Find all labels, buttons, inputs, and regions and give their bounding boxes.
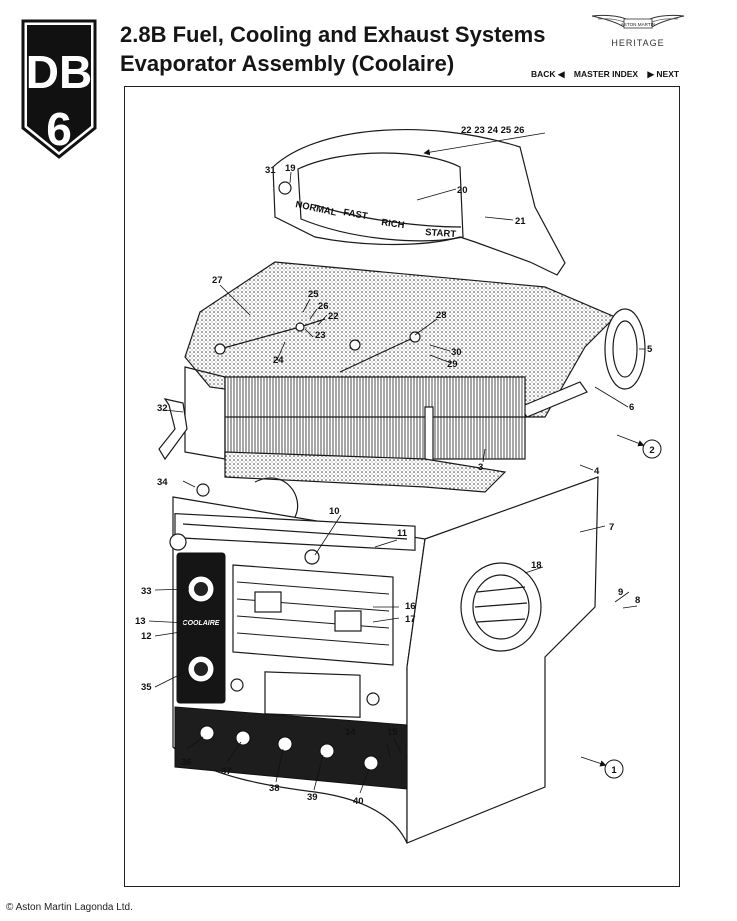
label-fast: FAST xyxy=(342,207,368,222)
callout-13: 13 xyxy=(135,616,146,627)
callout-2: 2 xyxy=(649,445,654,456)
evaporator-core xyxy=(184,366,526,478)
callout-27: 27 xyxy=(212,275,223,286)
aston-martin-wings-icon: ASTON MARTIN xyxy=(591,14,685,29)
db6-logo: DB 6 xyxy=(21,19,97,159)
next-arrow-icon: ▶ xyxy=(647,69,655,79)
callout-20: 20 xyxy=(457,185,468,196)
callout-17: 17 xyxy=(405,614,416,625)
callout-18: 18 xyxy=(531,560,542,571)
diagram-frame: NORMAL FAST RICH START xyxy=(124,86,680,887)
callout-15: 15 xyxy=(387,727,398,738)
callout-29: 29 xyxy=(447,359,458,370)
callout-34: 34 xyxy=(157,477,168,488)
master-index-link[interactable]: MASTER INDEX xyxy=(573,69,639,79)
callout-11: 11 xyxy=(397,528,408,539)
page-navigation: BACK ◀ MASTER INDEX ▶ NEXT xyxy=(531,69,679,80)
callout-31: 31 xyxy=(265,165,276,176)
callout-33: 33 xyxy=(141,586,152,597)
mounting-bracket xyxy=(158,398,188,461)
title-line-2: Evaporator Assembly (Coolaire) xyxy=(120,51,455,76)
back-arrow-icon: ◀ xyxy=(557,69,565,79)
callout-26: 26 xyxy=(318,301,329,312)
callout-7: 7 xyxy=(609,522,614,533)
callout-circle-1: 1 xyxy=(580,756,624,779)
leader-lines xyxy=(148,171,645,794)
title-line-1: 2.8B Fuel, Cooling and Exhaust Systems xyxy=(120,22,546,47)
callout-top-row: 22 23 24 25 26 xyxy=(461,125,524,136)
callout-21: 21 xyxy=(515,216,526,227)
callout-19: 19 xyxy=(285,163,296,174)
callout-30: 30 xyxy=(451,347,462,358)
label-rich: RICH xyxy=(381,217,406,231)
back-link[interactable]: BACK ◀ xyxy=(531,69,564,79)
callout-22: 22 xyxy=(328,311,339,322)
control-housing: NORMAL FAST RICH START xyxy=(272,128,566,276)
aston-martin-brand: ASTON MARTIN HERITAGE xyxy=(578,10,698,62)
callout-8: 8 xyxy=(635,595,640,606)
callout-16: 16 xyxy=(405,601,416,612)
callout-4: 4 xyxy=(594,466,600,477)
callout-35: 35 xyxy=(141,682,152,693)
back-label: BACK xyxy=(531,69,556,79)
page-title: 2.8B Fuel, Cooling and Exhaust Systems E… xyxy=(120,20,545,78)
callout-5: 5 xyxy=(647,344,653,355)
callout-37: 37 xyxy=(221,766,232,777)
callout-25: 25 xyxy=(308,289,319,300)
callout-32: 32 xyxy=(157,403,168,414)
callout-14: 14 xyxy=(345,727,356,738)
callout-12: 12 xyxy=(141,631,152,642)
callout-1: 1 xyxy=(611,765,617,776)
next-label: NEXT xyxy=(656,69,680,79)
callout-39: 39 xyxy=(307,792,318,803)
label-start: START xyxy=(425,227,457,240)
fan-housing xyxy=(224,451,507,518)
evaporator-assembly-diagram: NORMAL FAST RICH START xyxy=(135,125,662,844)
callout-28: 28 xyxy=(436,310,447,321)
callout-36: 36 xyxy=(181,757,192,768)
callout-23: 23 xyxy=(315,330,326,341)
next-link[interactable]: ▶ NEXT xyxy=(647,69,679,79)
callout-38: 38 xyxy=(269,783,280,794)
callout-40: 40 xyxy=(353,796,364,807)
logo-number: 6 xyxy=(46,103,72,155)
copyright-footer: © Aston Martin Lagonda Ltd. xyxy=(6,902,133,913)
callout-10: 10 xyxy=(329,506,340,517)
callout-24: 24 xyxy=(273,355,284,366)
callout-circle-2: 2 xyxy=(616,434,662,459)
main-cabinet: COOLAIRE xyxy=(169,476,599,844)
choke-knob xyxy=(278,181,292,195)
brand-wordmark: ASTON MARTIN xyxy=(621,22,656,27)
callout-6: 6 xyxy=(629,402,634,413)
heritage-label: HERITAGE xyxy=(611,38,665,48)
top-arrow xyxy=(423,132,546,156)
logo-letters: DB xyxy=(26,46,92,98)
callout-3: 3 xyxy=(478,462,483,473)
callout-9: 9 xyxy=(618,587,623,598)
coolaire-badge: COOLAIRE xyxy=(183,620,220,627)
